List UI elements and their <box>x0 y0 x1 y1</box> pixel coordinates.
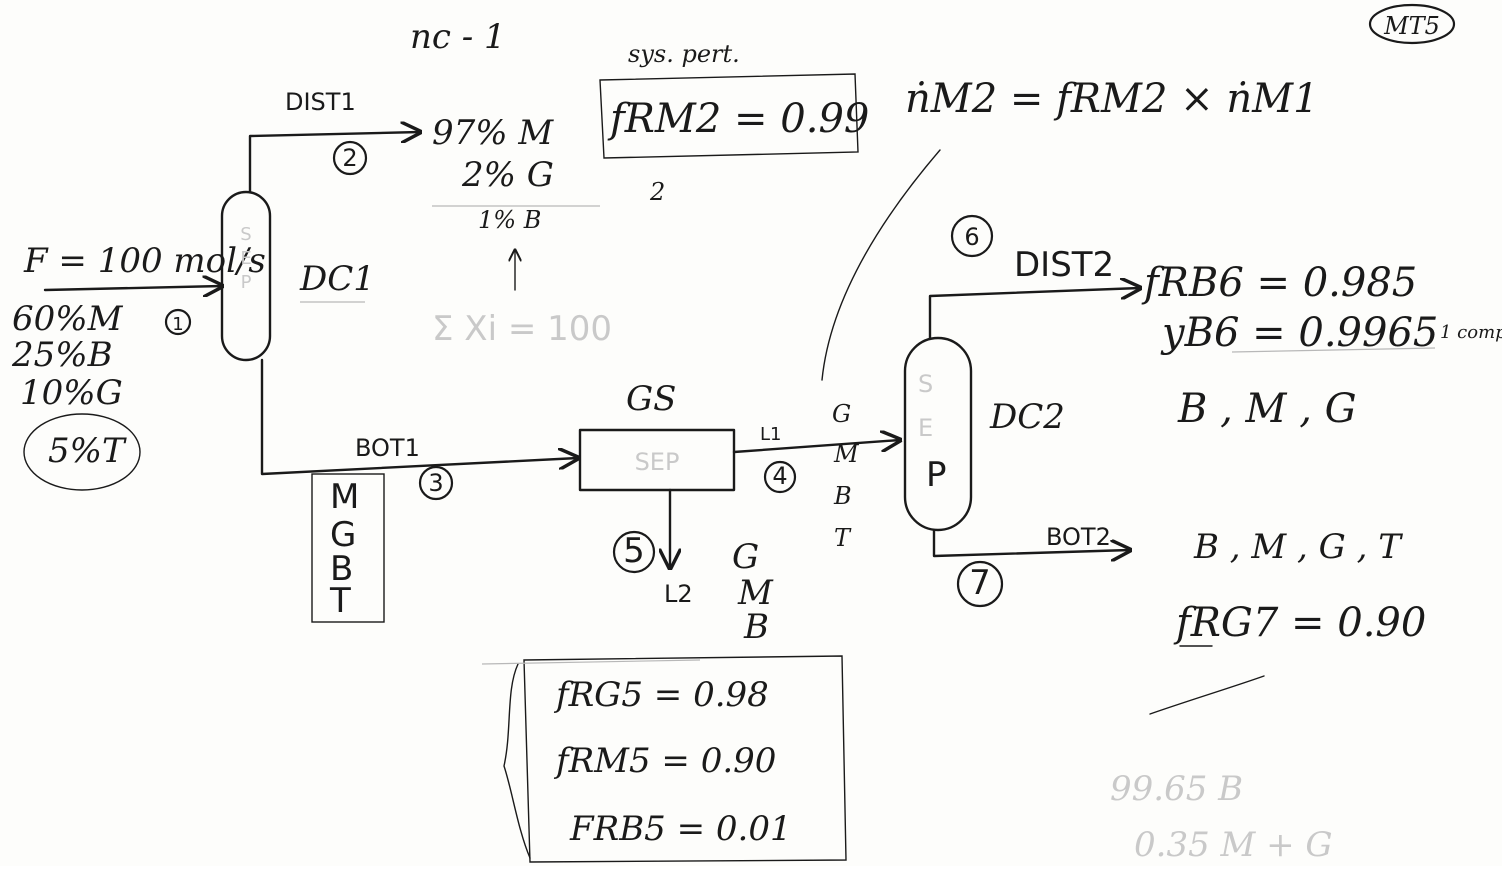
bot2-components: B , M , G , T <box>1193 527 1403 567</box>
bot1-stream: BOT1 3 M G B T <box>262 360 578 622</box>
spec-box: sys. pert. fRM2 = 0.99 2 <box>600 40 869 206</box>
gs-specs-top-line <box>482 660 700 664</box>
dist2-stream-no: 6 <box>964 223 979 251</box>
bot1-comp-3: T <box>329 581 351 621</box>
sum-note: Σ Xi = 100 <box>432 309 612 349</box>
result-note-1: 0.35 M + G <box>1134 825 1333 865</box>
dist1-comp-1: 2% G <box>461 155 554 195</box>
l2-stream: 5 L2 G M B <box>614 490 774 647</box>
bot2-stream-no: 7 <box>969 563 991 603</box>
spec-box-heading: sys. pert. <box>628 40 740 68</box>
l1-comp-3: T <box>834 524 852 552</box>
bot2-stream: BOT2 7 B , M , G , T fRG7 = 0.90 <box>934 523 1426 714</box>
dc1-name: DC1 <box>299 259 375 299</box>
gs-specs-bracket <box>504 664 530 858</box>
dist2-comp-note: 1 comp <box>1440 322 1502 343</box>
dist1-comp-0: 97% M <box>432 113 554 153</box>
gs-sep-text: SEP <box>635 448 680 476</box>
dc1-sep-p: P <box>241 272 252 293</box>
dc2-column: S E P DC2 <box>905 338 1065 530</box>
dc2-sep-p: P <box>926 455 947 495</box>
feed-comp-0: 60%M <box>12 299 124 339</box>
bot2-stroke <box>1150 676 1264 714</box>
gs-name: GS <box>626 379 676 419</box>
top-note: nc - 1 <box>410 17 506 57</box>
dist1-stream-no: 2 <box>342 144 357 172</box>
gs-specs: fRG5 = 0.98 fRM5 = 0.90 FRB5 = 0.01 <box>482 656 846 862</box>
l1-comp-0: G <box>832 400 851 428</box>
bot1-stream-no: 3 <box>428 469 443 497</box>
l1-label: L1 <box>760 424 781 445</box>
feed-comp-2: 10%G <box>20 373 123 413</box>
dc1-column: S E P DC1 <box>222 192 375 360</box>
dist2-spec-0: fRB6 = 0.985 <box>1141 260 1417 306</box>
l2-label: L2 <box>664 580 693 608</box>
feed-comp-1: 25%B <box>11 335 113 375</box>
result-note-0: 99.65 B <box>1110 769 1243 809</box>
l1-comp-2: B <box>833 482 852 510</box>
corner-tag-text: MT5 <box>1383 12 1440 40</box>
equation-pointer-line <box>822 150 940 380</box>
flow-equation: ṅM2 = fRM2 × ṅM1 <box>905 76 1319 122</box>
dc2-name: DC2 <box>989 397 1065 437</box>
gs-separator: GS SEP <box>580 379 734 490</box>
l2-stream-no: 5 <box>623 531 645 571</box>
bot2-label: BOT2 <box>1046 523 1111 551</box>
dc1-sep-s: S <box>240 224 251 245</box>
corner-tag: MT5 <box>1370 5 1454 43</box>
dist1-comp-2: 1% B <box>478 206 541 234</box>
dc2-sep-s: S <box>918 370 933 398</box>
bot1-arrow <box>262 360 578 474</box>
dc2-sep-e: E <box>918 414 933 442</box>
dist1-label: DIST1 <box>285 88 356 116</box>
l2-comp-0: G <box>732 537 759 577</box>
dc2-vessel <box>905 338 971 530</box>
dist2-label: DIST2 <box>1014 245 1114 285</box>
l1-comp-1: M <box>833 440 860 468</box>
l1-arrow <box>734 440 900 452</box>
gs-spec-0: fRG5 = 0.98 <box>553 675 769 715</box>
dist1-stream: DIST1 2 97% M 2% G 1% B Σ Xi = 100 <box>250 88 612 349</box>
bot1-comp-0: M <box>330 477 359 517</box>
l2-comp-2: B <box>743 607 769 647</box>
dist2-arrow <box>930 288 1140 338</box>
dist2-components: B , M , G <box>1177 386 1357 432</box>
gs-spec-2: FRB5 = 0.01 <box>569 809 792 849</box>
l1-stream-no: 4 <box>772 462 787 490</box>
bot1-label: BOT1 <box>355 434 420 462</box>
l1-stream: L1 4 G M B T <box>734 400 900 552</box>
feed-label: F = 100 mol/s <box>23 241 266 281</box>
spec-box-sub: 2 <box>649 178 665 206</box>
gs-spec-1: fRM5 = 0.90 <box>553 741 776 781</box>
feed-stream: F = 100 mol/s 1 60%M 25%B 10%G 5%T <box>11 241 266 490</box>
bot2-spec: fRG7 = 0.90 <box>1173 600 1426 646</box>
feed-arrow <box>45 286 222 290</box>
feed-comp-3: 5%T <box>48 431 127 471</box>
spec-box-spec: fRM2 = 0.99 <box>607 96 869 142</box>
result-note: 99.65 B 0.35 M + G <box>1110 769 1333 865</box>
dc1-sep-e: E <box>240 248 251 269</box>
feed-stream-no: 1 <box>172 314 183 335</box>
